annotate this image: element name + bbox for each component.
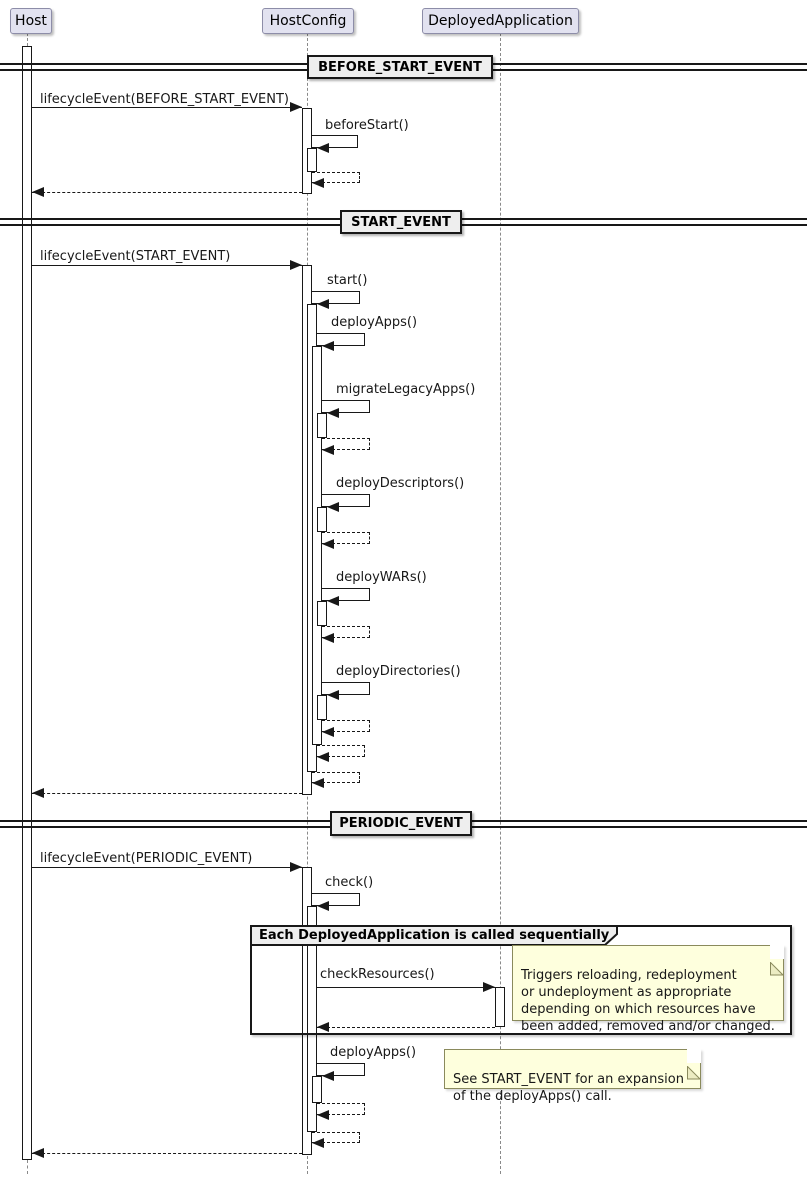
- arrowhead-check-resources: [483, 982, 495, 992]
- arrowhead-deploy-descriptors-return: [322, 539, 334, 549]
- note-deploy-apps: See START_EVENT for an expansion of the …: [444, 1049, 702, 1104]
- self-call-deploy-apps: [317, 333, 365, 346]
- arrowhead-migrate-legacy-apps-return: [322, 445, 334, 455]
- arrowhead-deploy-apps: [322, 341, 334, 351]
- arrowhead-lifecycle-before-start: [290, 102, 302, 112]
- message-line-lifecycle-before-start: [32, 107, 302, 108]
- hostconfig-activation-migrate-legacy-apps: [317, 413, 327, 438]
- return-line-before-start-event: [32, 192, 302, 193]
- arrowhead-migrate-legacy-apps: [327, 408, 339, 418]
- self-call-deploy-directories: [322, 682, 370, 695]
- divider-before-start-event: BEFORE_START_EVENT: [307, 55, 493, 79]
- note-dogear-icon: [687, 1049, 702, 1080]
- hostconfig-activation-deploy-descriptors: [317, 507, 327, 532]
- divider-periodic-event: PERIODIC_EVENT: [330, 811, 472, 836]
- self-call-deploy-apps-periodic: [317, 1063, 365, 1076]
- self-return-before-start: [312, 172, 360, 183]
- deployedapplication-lifeline: [500, 33, 501, 1174]
- self-return-deploy-apps: [317, 745, 365, 757]
- deployedapplication-activation-check-resources: [495, 987, 505, 1027]
- arrowhead-return-before-start-event: [32, 187, 44, 197]
- host-lifeline-bottom: [27, 1160, 28, 1174]
- message-line-lifecycle-periodic: [32, 867, 302, 868]
- arrowhead-before-start-return: [312, 178, 324, 188]
- note-dogear-icon: [770, 945, 785, 976]
- arrowhead-deploy-apps-periodic: [322, 1071, 334, 1081]
- hostconfig-activation-deploy-wars: [317, 601, 327, 626]
- divider-label: PERIODIC_EVENT: [339, 816, 463, 831]
- message-label-check: check(): [325, 875, 374, 890]
- arrowhead-lifecycle-start: [290, 260, 302, 270]
- arrowhead-lifecycle-periodic: [290, 862, 302, 872]
- note-text: Triggers reloading, redeployment or unde…: [521, 968, 775, 1034]
- message-label-deploy-wars: deployWARs(): [336, 570, 427, 585]
- host-activation-bar: [22, 46, 32, 1160]
- message-label-lifecycle-start: lifecycleEvent(START_EVENT): [40, 249, 231, 264]
- participant-label: Host: [15, 13, 47, 29]
- self-return-deploy-apps-periodic: [317, 1103, 365, 1115]
- arrowhead-check-return: [312, 1138, 324, 1148]
- hostconfig-activation-before-start-nested: [307, 148, 317, 172]
- participant-label: DeployedApplication: [428, 13, 573, 29]
- message-label-deploy-directories: deployDirectories(): [336, 664, 461, 679]
- arrowhead-return-start-event: [32, 788, 44, 798]
- self-return-migrate-legacy-apps: [322, 438, 370, 450]
- message-label-check-resources: checkResources(): [320, 967, 435, 982]
- arrowhead-before-start: [317, 143, 329, 153]
- participant-deployedapplication: DeployedApplication: [422, 8, 579, 34]
- message-label-before-start: beforeStart(): [325, 118, 409, 133]
- arrowhead-deploy-descriptors: [327, 502, 339, 512]
- message-label-deploy-apps: deployApps(): [331, 315, 418, 330]
- self-return-deploy-directories: [322, 720, 370, 732]
- arrowhead-start-return: [312, 778, 324, 788]
- hostconfig-activation-check: [307, 906, 317, 1132]
- self-return-deploy-descriptors: [322, 532, 370, 544]
- self-call-start: [312, 291, 360, 304]
- arrowhead-return-periodic-event: [32, 1148, 44, 1158]
- self-call-check: [312, 893, 360, 906]
- message-label-lifecycle-before-start: lifecycleEvent(BEFORE_START_EVENT): [40, 92, 289, 107]
- self-return-start: [312, 772, 360, 783]
- message-label-lifecycle-periodic: lifecycleEvent(PERIODIC_EVENT): [40, 851, 253, 866]
- return-line-check-resources: [317, 1027, 495, 1028]
- arrowhead-deploy-directories-return: [322, 727, 334, 737]
- hostconfig-activation-deploy-apps: [312, 346, 322, 745]
- message-line-lifecycle-start: [32, 265, 302, 266]
- self-call-before-start: [312, 135, 358, 148]
- return-line-periodic-event: [32, 1153, 302, 1154]
- message-label-deploy-descriptors: deployDescriptors(): [336, 476, 465, 491]
- self-call-deploy-descriptors: [322, 494, 370, 507]
- arrowhead-start: [317, 299, 329, 309]
- divider-label: BEFORE_START_EVENT: [318, 59, 482, 75]
- participant-host: Host: [10, 8, 52, 34]
- self-return-deploy-wars: [322, 626, 370, 638]
- arrowhead-deploy-wars-return: [322, 633, 334, 643]
- host-lifeline: [27, 33, 28, 46]
- hostconfig-activation-deploy-apps-periodic: [312, 1076, 322, 1103]
- message-label-deploy-apps-periodic: deployApps(): [330, 1045, 417, 1060]
- message-label-start: start(): [327, 273, 368, 288]
- divider-start-event: START_EVENT: [340, 210, 462, 234]
- message-line-check-resources: [317, 987, 495, 988]
- arrowhead-deploy-apps-periodic-return: [317, 1110, 329, 1120]
- divider-label: START_EVENT: [351, 214, 451, 230]
- self-return-check: [312, 1132, 360, 1143]
- message-label-migrate-legacy-apps: migrateLegacyApps(): [336, 382, 476, 397]
- arrowhead-deploy-apps-return: [317, 752, 329, 762]
- hostconfig-activation-deploy-directories: [317, 695, 327, 720]
- group-header-pentagon: [250, 925, 618, 946]
- self-call-migrate-legacy-apps: [322, 400, 370, 413]
- note-text: See START_EVENT for an expansion of the …: [453, 1072, 684, 1104]
- arrowhead-check-resources-return: [317, 1022, 329, 1032]
- participant-label: HostConfig: [269, 13, 347, 29]
- self-call-deploy-wars: [322, 588, 370, 601]
- arrowhead-deploy-wars: [327, 596, 339, 606]
- participant-hostconfig: HostConfig: [262, 8, 354, 34]
- return-line-start-event: [32, 793, 302, 794]
- arrowhead-check: [317, 901, 329, 911]
- group-label: Each DeployedApplication is called seque…: [259, 928, 610, 943]
- note-check-resources: Triggers reloading, redeployment or unde…: [512, 945, 785, 1034]
- arrowhead-deploy-directories: [327, 690, 339, 700]
